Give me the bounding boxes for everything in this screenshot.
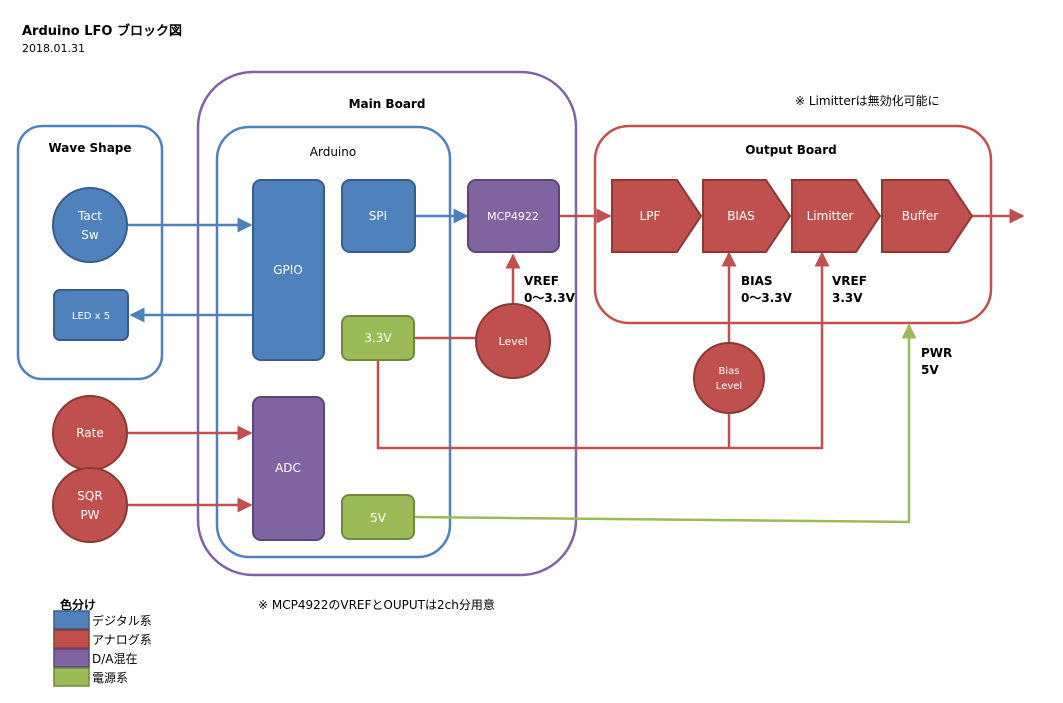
limitter-label: Limitter	[807, 209, 854, 223]
sqr-pw-label-line1: SQR	[77, 489, 102, 503]
tact-sw-circle[interactable]	[52, 187, 128, 263]
adc-label: ADC	[275, 461, 301, 475]
3v3-label: 3.3V	[364, 331, 392, 345]
buffer-block[interactable]	[881, 179, 974, 253]
arduino-label: Arduino	[310, 145, 356, 159]
tact-sw-label-line2: Sw	[81, 228, 99, 242]
output-board-label: Output Board	[745, 143, 837, 157]
legend-label-digital: デジタル系	[92, 613, 152, 628]
limitter-vref-label-line1: VREF	[832, 274, 867, 288]
rate-label: Rate	[76, 426, 104, 440]
main-board-label: Main Board	[349, 97, 426, 111]
led-block[interactable]	[53, 289, 129, 341]
5v-block[interactable]	[341, 494, 415, 540]
bias-block-label: BIAS	[727, 209, 755, 223]
legend-label-analog: アナログ系	[92, 633, 152, 647]
sqr-pw-circle[interactable]	[52, 467, 128, 543]
limitter-block[interactable]	[791, 179, 882, 253]
vref-label-line2: 0〜3.3V	[524, 291, 576, 305]
bias-signal-label-line1: BIAS	[741, 274, 773, 288]
mcp4922-block[interactable]	[467, 179, 560, 253]
lpf-block[interactable]	[611, 179, 703, 253]
legend-title: 色分け	[60, 597, 96, 612]
wave-shape-frame	[16, 124, 164, 381]
arduino-frame	[215, 125, 452, 559]
5v-label: 5V	[370, 511, 387, 525]
spi-label: SPI	[369, 209, 387, 223]
bias-signal-label-line2: 0〜3.3V	[741, 291, 793, 305]
buffer-label: Buffer	[902, 209, 938, 223]
legend-label-power: 電源系	[92, 671, 128, 685]
5v-power-line	[413, 323, 917, 524]
diagram-date: 2018.01.31	[22, 42, 85, 55]
legend-swatch-digital	[53, 610, 90, 630]
v33-rail	[376, 251, 830, 450]
vref-label-line1: VREF	[524, 274, 559, 288]
led-label: LED x 5	[72, 311, 110, 322]
gpio-block[interactable]	[252, 179, 325, 361]
limitter-vref-label-line2: 3.3V	[832, 291, 863, 305]
sqr-pw-label-line2: PW	[80, 508, 99, 522]
diagram-title: Arduino LFO ブロック図	[22, 23, 182, 39]
bias-level-knob[interactable]	[693, 342, 765, 414]
pwr-label-line2: 5V	[921, 363, 939, 377]
legend-swatch-analog	[53, 629, 90, 649]
legend-swatch-power	[53, 667, 90, 687]
legend: デジタル系 アナログ系 D/A混在 電源系	[53, 610, 152, 687]
limitter-note: ※ Limitterは無効化可能に	[795, 93, 940, 108]
adc-block[interactable]	[252, 396, 325, 541]
tact-sw-label-line1: Tact	[77, 209, 102, 223]
bias-block[interactable]	[702, 179, 792, 253]
mcp-note: ※ MCP4922のVREFとOUPUTは2ch分用意	[258, 597, 495, 612]
3v3-block[interactable]	[341, 315, 415, 361]
bias-level-label-line1: Bias	[719, 366, 740, 377]
bias-level-label-line2: Level	[716, 381, 742, 392]
pwr-label-line1: PWR	[921, 346, 952, 360]
main-board-frame	[196, 70, 578, 577]
lpf-label: LPF	[640, 209, 661, 223]
gpio-label: GPIO	[273, 263, 303, 277]
mcp4922-label: MCP4922	[487, 210, 539, 223]
legend-swatch-mixed	[53, 648, 90, 668]
level-knob[interactable]	[475, 303, 551, 379]
output-board-frame	[593, 124, 993, 325]
wave-shape-label: Wave Shape	[48, 141, 131, 155]
legend-label-mixed: D/A混在	[92, 652, 138, 666]
spi-block[interactable]	[341, 179, 416, 253]
level-label: Level	[498, 335, 527, 348]
